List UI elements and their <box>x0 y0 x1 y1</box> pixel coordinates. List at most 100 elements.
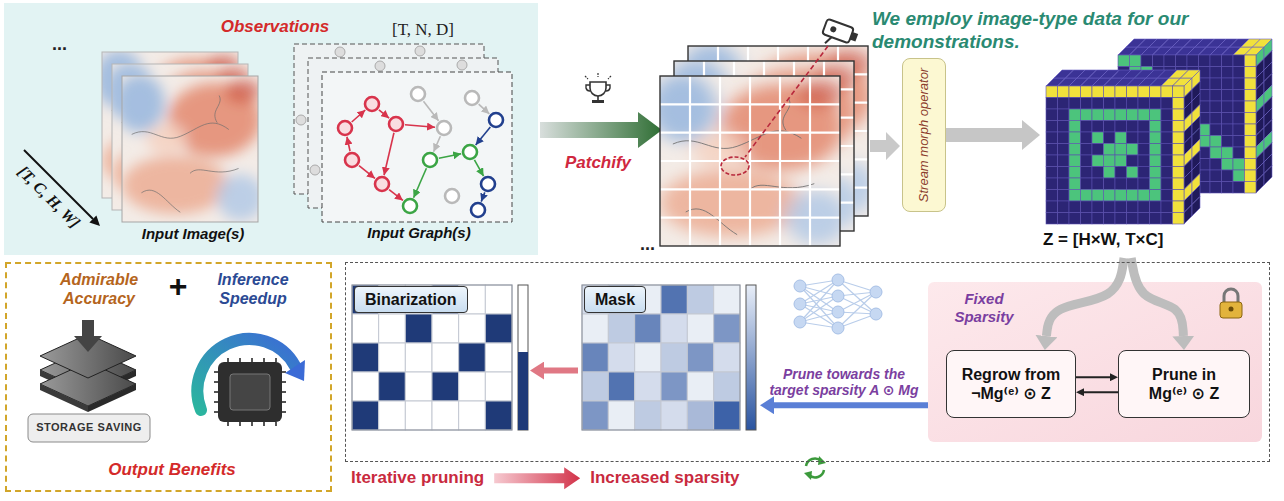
output-benefits-panel: Admirable Accuracy+Inference SpeedupOutp… <box>5 262 332 492</box>
sparse-matrix-cube-part-part <box>1069 213 1081 225</box>
lock-icon-part <box>1224 289 1238 302</box>
sparse-matrix-cube-part-part <box>1150 190 1162 202</box>
sparse-matrix-cube-part-part <box>1245 182 1257 194</box>
sparsity-matrices-part-part <box>485 343 512 372</box>
graph-network-part <box>439 154 461 158</box>
sparse-matrix-cube-part-part <box>1233 55 1245 67</box>
sparse-matrix-cube-part-part <box>1081 167 1093 179</box>
sparse-matrix-cube-part-part <box>1058 109 1070 121</box>
cycle-icon-part <box>804 471 812 480</box>
sparsity-matrices-part-part <box>714 343 740 372</box>
sparse-matrix-cube-part-part <box>1069 121 1081 133</box>
sparse-matrix-cube-part-part <box>1161 144 1173 156</box>
graph-network-part <box>479 104 490 114</box>
sparsity-matrices-part-part <box>432 343 459 372</box>
sparse-matrix-cube-part-part <box>1138 190 1150 202</box>
benefit-text: Inference Speedup <box>197 270 309 308</box>
neural-network-icon-part <box>794 298 806 310</box>
sparse-matrix-cube-part-part <box>1222 182 1234 194</box>
sparse-matrix-cube-part-part <box>1233 182 1245 194</box>
sparsity-matrices-part-part <box>379 343 406 372</box>
trophy-icon-part <box>592 100 604 103</box>
sparsity-matrices-part-part <box>661 343 687 372</box>
sparse-matrix-cube-part-part <box>1222 124 1234 136</box>
input-graph-stack-part <box>322 72 512 222</box>
sparse-matrix-cube-part-part <box>1127 144 1139 156</box>
sparsity-matrices-part-part <box>714 285 740 314</box>
input-image-stack-part <box>122 76 258 222</box>
sparse-matrix-cube-part-part <box>1127 213 1139 225</box>
graph-network <box>338 87 503 217</box>
sparse-matrix-cube-part-part <box>1222 90 1234 102</box>
sparsity-matrices-part-part <box>405 343 432 372</box>
ellipsis: ... <box>52 34 67 56</box>
camera-callout <box>721 19 860 175</box>
sparse-matrix-cube-part-part <box>1127 178 1139 190</box>
sparse-matrix-cube-part-part <box>1210 113 1222 125</box>
graph-network-part <box>411 87 425 101</box>
graph-network-part <box>471 203 485 217</box>
sparse-matrix-cube-part-part <box>1092 98 1104 110</box>
sparse-matrix-cube-part-part <box>1222 55 1234 67</box>
sparse-matrix-cube-part-part <box>1046 144 1058 156</box>
input-graph-stack <box>294 44 512 222</box>
input-graph-stack-part <box>375 61 385 71</box>
sparsity-matrices-part-part <box>485 314 512 343</box>
sparse-matrix-cube-part-part <box>1138 201 1150 213</box>
sparse-matrix-cube-part-part <box>1069 167 1081 179</box>
region-title: Fixed Sparsity <box>942 290 1026 326</box>
sparsity-matrices-part-part <box>687 314 713 343</box>
sparse-matrix-cube-part-part <box>1161 132 1173 144</box>
sparse-matrix-cube-part-part <box>1233 159 1245 171</box>
sparsity-matrices-part-part <box>379 314 406 343</box>
sparse-matrix-cube-part-part <box>1210 124 1222 136</box>
sparsity-matrices-part-part <box>714 401 740 430</box>
sparse-matrix-cube-part-part <box>1092 213 1104 225</box>
sparse-matrix-cube-part-part <box>1046 167 1058 179</box>
lock-icon-part <box>1220 302 1242 318</box>
matrix-tag: Mask <box>584 286 646 313</box>
step-label: Patchify <box>548 153 648 173</box>
sparse-matrix-cube-part-part <box>1115 109 1127 121</box>
sparse-matrix-cube-part-part <box>1233 67 1245 79</box>
graph-network-part <box>379 110 389 118</box>
sparse-matrix-cube-part-part <box>1115 132 1127 144</box>
sparse-matrix-cube-part-part <box>1081 178 1093 190</box>
stream-morph-operator-box: Stream morph operator <box>902 58 946 212</box>
patch-grid-stack-part <box>660 76 840 246</box>
sparsity-matrices-part-part <box>582 314 608 343</box>
z-matrix-cube: Z = [H×W, T×C] <box>1040 18 1280 258</box>
sparse-matrix-cube-part-part <box>1222 159 1234 171</box>
sparse-matrix-cube-part-part <box>1245 78 1257 90</box>
graph-network-part <box>445 189 459 203</box>
sparse-matrix-cube-part-part <box>1104 178 1116 190</box>
sparsity-matrices-part-part <box>661 401 687 430</box>
patch-grid-stack-part-part <box>650 74 848 246</box>
sparse-matrix-cube-part-part <box>1069 190 1081 202</box>
sparse-matrix-cube-part-part <box>1081 144 1093 156</box>
sparse-matrix-cube-part <box>1046 70 1200 224</box>
sparse-matrix-cube-part-part <box>1150 132 1162 144</box>
sparse-matrix-cube-part-part <box>1222 67 1234 79</box>
sparse-matrix-cube-part-part <box>1127 132 1139 144</box>
sparse-matrix-cube-part-part <box>1150 144 1162 156</box>
lock-icon <box>1220 289 1242 318</box>
inference-speedup-icon-part <box>230 374 270 410</box>
sparsity-matrices-part-part <box>352 314 379 343</box>
sparse-matrix-cube-part-part <box>1138 98 1150 110</box>
sparse-matrix-cube-part-part <box>1222 136 1234 148</box>
sparse-matrix-cube-part-part <box>1046 213 1058 225</box>
sparse-matrix-cube-part-part <box>1046 178 1058 190</box>
trophy-icon-part <box>597 96 599 100</box>
camera-callout-part-part <box>850 32 858 42</box>
sparse-matrix-cube-part-part <box>1245 136 1257 148</box>
sparsity-matrices-part-part <box>379 372 406 401</box>
sparsity-matrices-part-part <box>485 285 512 314</box>
sparsity-matrices-part-part <box>405 401 432 430</box>
operation-formula: ¬Mg⁽ᵉ⁾ ⊙ Z <box>971 384 1051 403</box>
iterative-arrow <box>494 467 580 489</box>
prune-arrow <box>774 402 928 408</box>
sparse-matrix-cube-part-part <box>1233 170 1245 182</box>
regrow-box: Regrow from¬Mg⁽ᵉ⁾ ⊙ Z <box>946 350 1076 418</box>
neural-network-icon-part <box>870 286 882 298</box>
